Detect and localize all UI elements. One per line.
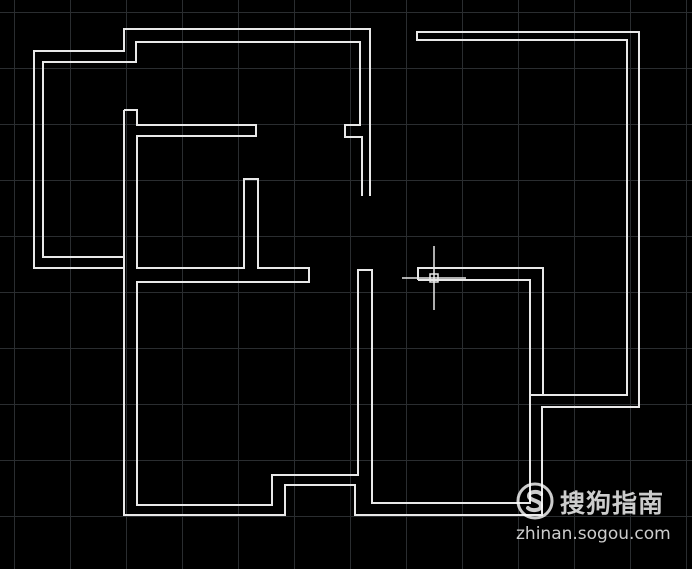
- wall-top-left-outer[interactable]: [33, 28, 371, 269]
- wall-right-room[interactable]: [417, 267, 544, 396]
- sogou-watermark: 搜狗指南 zhinan.sogou.com: [510, 478, 680, 558]
- wall-partition-top[interactable]: [123, 31, 640, 516]
- sogou-logo-icon: [516, 482, 554, 520]
- watermark-url: zhinan.sogou.com: [516, 524, 671, 544]
- watermark-name: 搜狗指南: [560, 489, 665, 518]
- crosshair-cursor-icon: [402, 246, 466, 310]
- wall-top-left-inner[interactable]: [42, 41, 363, 258]
